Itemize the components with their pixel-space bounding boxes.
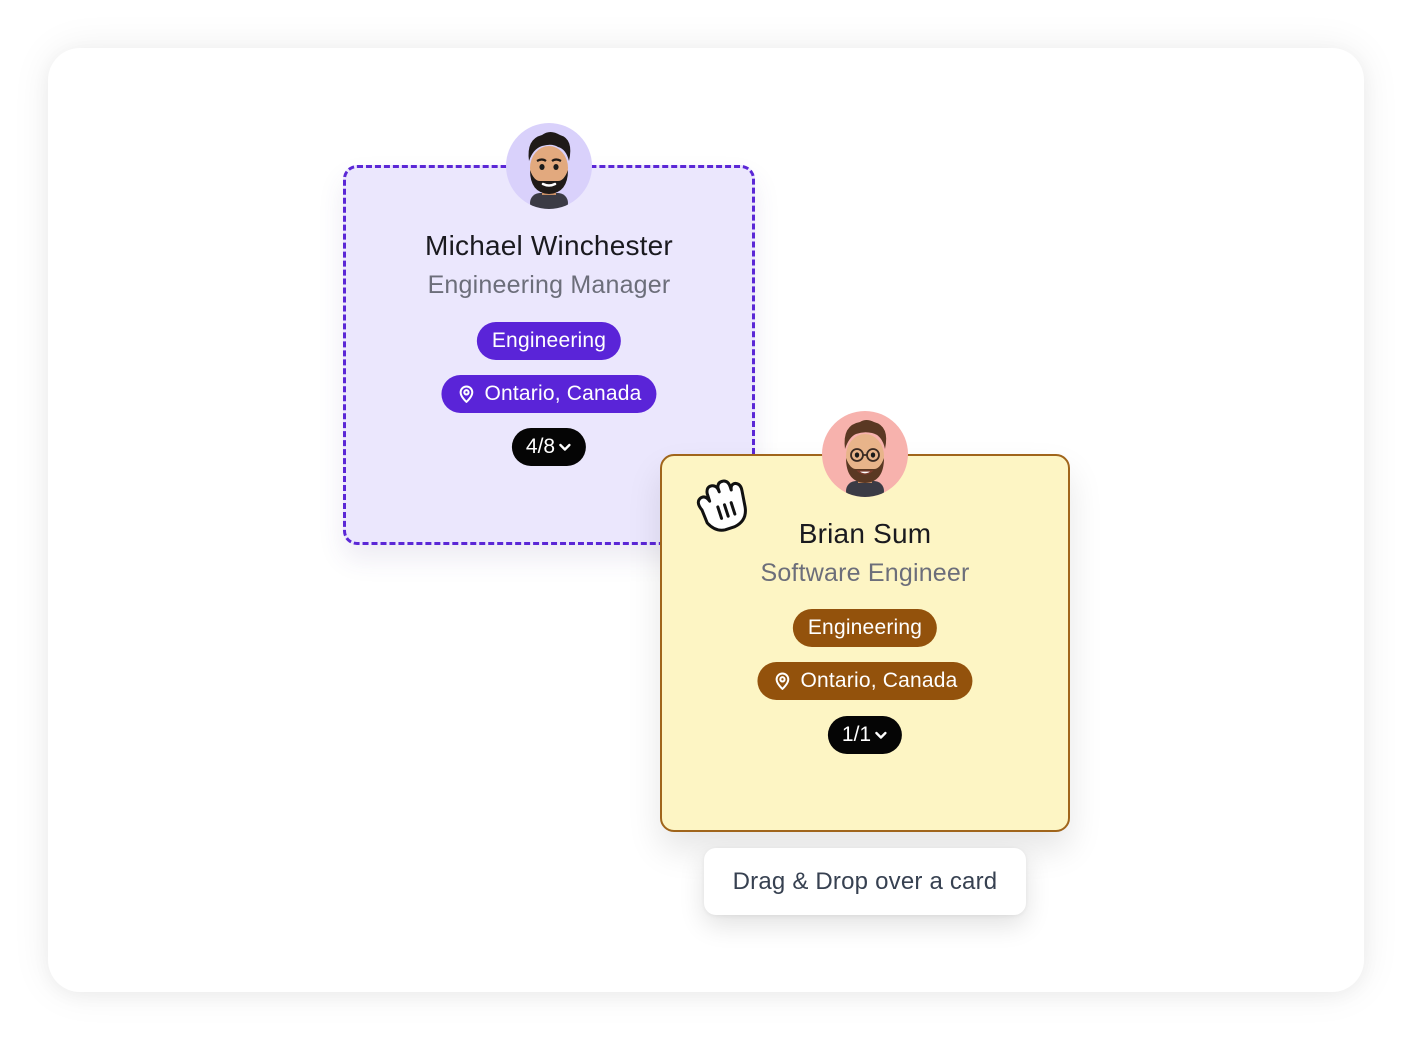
reports-counter-dropdown[interactable]: 1/1	[827, 716, 903, 754]
employee-role: Software Engineer	[760, 559, 970, 587]
employee-role: Engineering Manager	[427, 271, 671, 299]
location-label: Ontario, Canada	[484, 382, 642, 405]
employee-card-dragging[interactable]: Brian Sum Software Engineer Engineering …	[660, 454, 1070, 832]
employee-card-drop-target[interactable]: Michael Winchester Engineering Manager E…	[343, 165, 755, 545]
department-badge: Engineering	[792, 609, 938, 647]
location-pin-icon	[456, 384, 476, 404]
reports-counter-dropdown[interactable]: 4/8	[511, 428, 587, 466]
department-label: Engineering	[491, 329, 607, 352]
location-pin-icon	[772, 671, 792, 691]
location-badge: Ontario, Canada	[441, 375, 657, 413]
counter-label: 4/8	[525, 435, 556, 458]
counter-label: 1/1	[841, 723, 872, 746]
chevron-down-icon	[874, 728, 888, 742]
employee-name: Brian Sum	[798, 518, 932, 549]
tooltip-text: Drag & Drop over a card	[732, 867, 998, 895]
chevron-down-icon	[558, 440, 572, 454]
location-label: Ontario, Canada	[800, 669, 958, 692]
department-label: Engineering	[807, 616, 923, 639]
location-badge: Ontario, Canada	[757, 662, 973, 700]
memoji-man-glasses-icon	[822, 411, 908, 497]
employee-name: Michael Winchester	[425, 230, 673, 261]
department-badge: Engineering	[476, 322, 622, 360]
drag-drop-hint-tooltip: Drag & Drop over a card	[704, 848, 1026, 915]
memoji-man-beard-icon	[506, 123, 592, 209]
grab-hand-icon	[688, 474, 754, 540]
